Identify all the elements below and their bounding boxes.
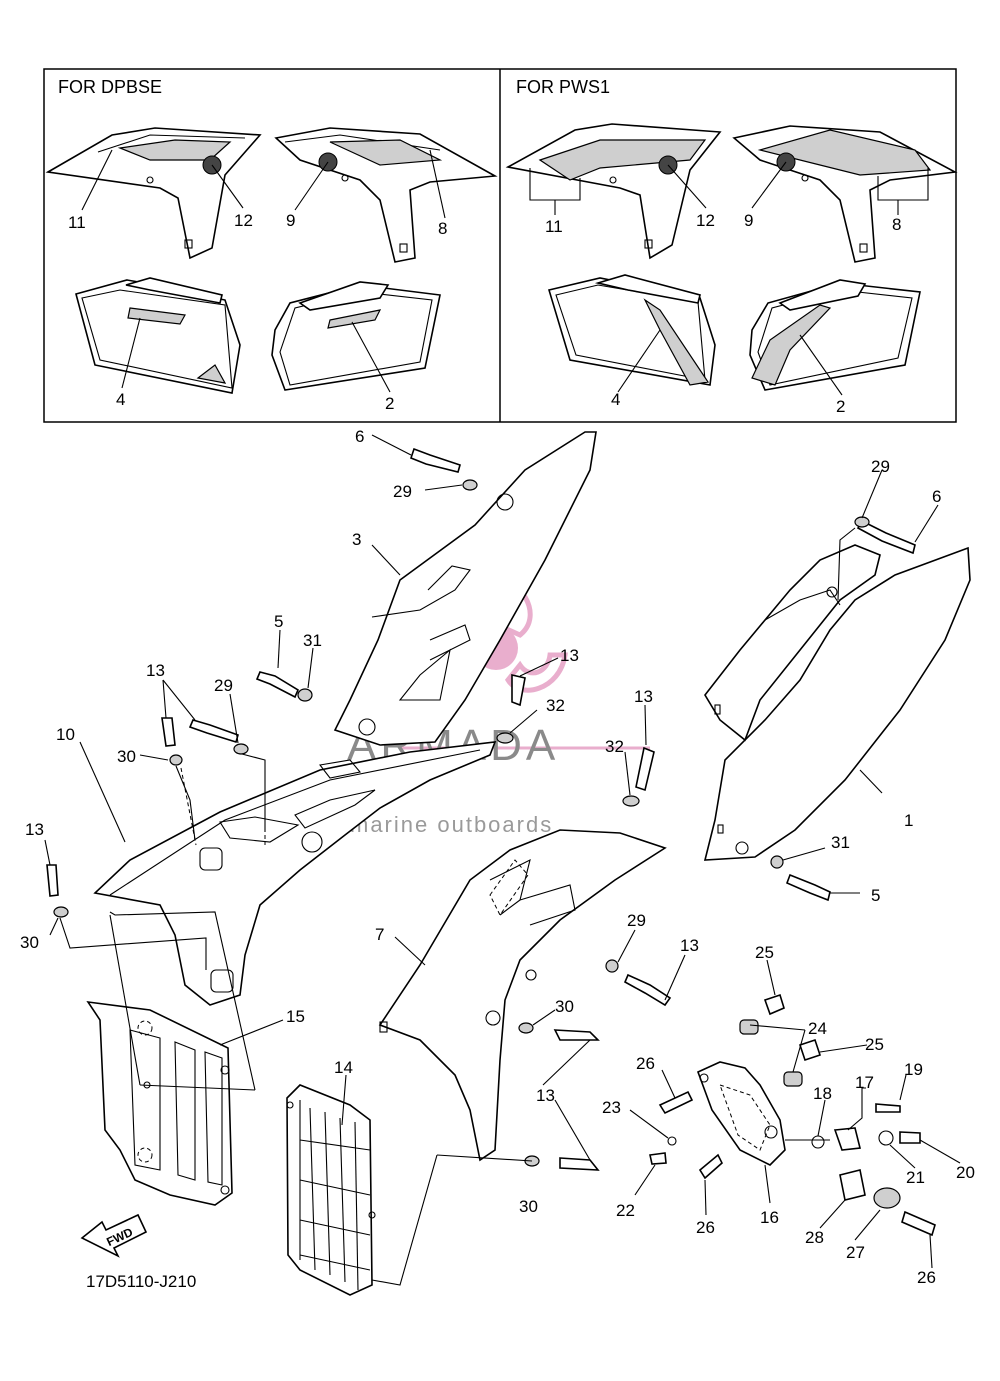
part-14-radiator-louver: [286, 1084, 376, 1296]
callout-5b: 5: [871, 886, 880, 905]
leader-lines: [44, 434, 961, 1286]
callout-25b: 25: [865, 1035, 884, 1054]
diagram-code: 17D5110-J210: [86, 1272, 196, 1291]
callout-3: 3: [352, 530, 361, 549]
callout-17: 17: [855, 1073, 874, 1092]
callout-1: 1: [904, 811, 913, 830]
part-3-shroud-upper: [333, 431, 597, 746]
callout-30d: 30: [519, 1197, 538, 1216]
pws1-header: FOR PWS1: [516, 77, 610, 97]
callout-23: 23: [602, 1098, 621, 1117]
fwd-arrow-icon: FWD: [80, 1213, 148, 1258]
inset-leaders: [81, 149, 929, 396]
callout-14: 14: [334, 1058, 353, 1077]
callout-6b: 6: [932, 487, 941, 506]
callout-16: 16: [760, 1208, 779, 1227]
callout-9-dpbse: 9: [286, 211, 295, 230]
part-15-radiator-guard: [86, 1000, 233, 1206]
callout-27: 27: [846, 1243, 865, 1262]
callout-19: 19: [904, 1060, 923, 1079]
callout-26a: 26: [636, 1054, 655, 1073]
part-16-bracket-assembly: [649, 993, 936, 1237]
part-7-shroud-center: [378, 829, 667, 1162]
callout-13b: 13: [560, 646, 579, 665]
callout-5a: 5: [274, 612, 283, 631]
callout-25a: 25: [755, 943, 774, 962]
callout-9-pws1: 9: [744, 211, 753, 230]
watermark-tagline: marine outboards: [350, 812, 553, 837]
pws1-shroud-right: [732, 125, 958, 263]
callout-12-pws1: 12: [696, 211, 715, 230]
callout-11-dpbse: 11: [68, 213, 86, 232]
callout-15: 15: [286, 1007, 305, 1026]
callout-32a: 32: [546, 696, 565, 715]
callout-10: 10: [56, 725, 75, 744]
callout-26b: 26: [696, 1218, 715, 1237]
callout-30a: 30: [117, 747, 136, 766]
callout-29c: 29: [214, 676, 233, 695]
callout-29d: 29: [627, 911, 646, 930]
callout-30c: 30: [555, 997, 574, 1016]
dpbse-shroud-left: [45, 127, 262, 260]
fasteners: [46, 447, 916, 1171]
callout-8-pws1: 8: [892, 215, 901, 234]
pws1-shroud-left: [505, 123, 722, 260]
callout-13c: 13: [634, 687, 653, 706]
dpbse-sidecover-left: [75, 277, 241, 394]
callout-4-pws1: 4: [611, 390, 620, 409]
callout-20: 20: [956, 1163, 975, 1182]
callout-29a: 29: [393, 482, 412, 501]
callout-8-dpbse: 8: [438, 219, 447, 238]
callout-13f: 13: [536, 1086, 555, 1105]
callout-31b: 31: [831, 833, 850, 852]
callout-12-dpbse: 12: [234, 211, 253, 230]
callout-4-dpbse: 4: [116, 390, 125, 409]
callout-numbers: 6 29 3 29 6 5 31 13 29 30 10 13 32 13 32…: [20, 427, 975, 1287]
callout-30b: 30: [20, 933, 39, 952]
part-1-side-cover: [703, 544, 971, 861]
callout-29b: 29: [871, 457, 890, 476]
callout-32b: 32: [605, 737, 624, 756]
callout-26c: 26: [917, 1268, 936, 1287]
dpbse-header: FOR DPBSE: [58, 77, 162, 97]
callout-13a: 13: [146, 661, 165, 680]
pws1-sidecover-left: [547, 274, 716, 386]
callout-22: 22: [616, 1201, 635, 1220]
callout-24: 24: [808, 1019, 827, 1038]
callout-7: 7: [375, 925, 384, 944]
callout-6a: 6: [355, 427, 364, 446]
callout-31a: 31: [303, 631, 322, 650]
variant-inset: FOR DPBSE FOR PWS1: [43, 68, 958, 423]
callout-21: 21: [906, 1168, 925, 1187]
dpbse-shroud-right: [274, 127, 498, 263]
callout-28: 28: [805, 1228, 824, 1247]
dpbse-sidecover-right: [271, 281, 441, 391]
callout-2-pws1: 2: [836, 397, 845, 416]
pws1-sidecover-right: [749, 279, 921, 391]
callout-11-pws1: 11: [545, 217, 563, 236]
callout-18: 18: [813, 1084, 832, 1103]
callout-13e: 13: [680, 936, 699, 955]
callout-2-dpbse: 2: [385, 394, 394, 413]
callout-13d: 13: [25, 820, 44, 839]
